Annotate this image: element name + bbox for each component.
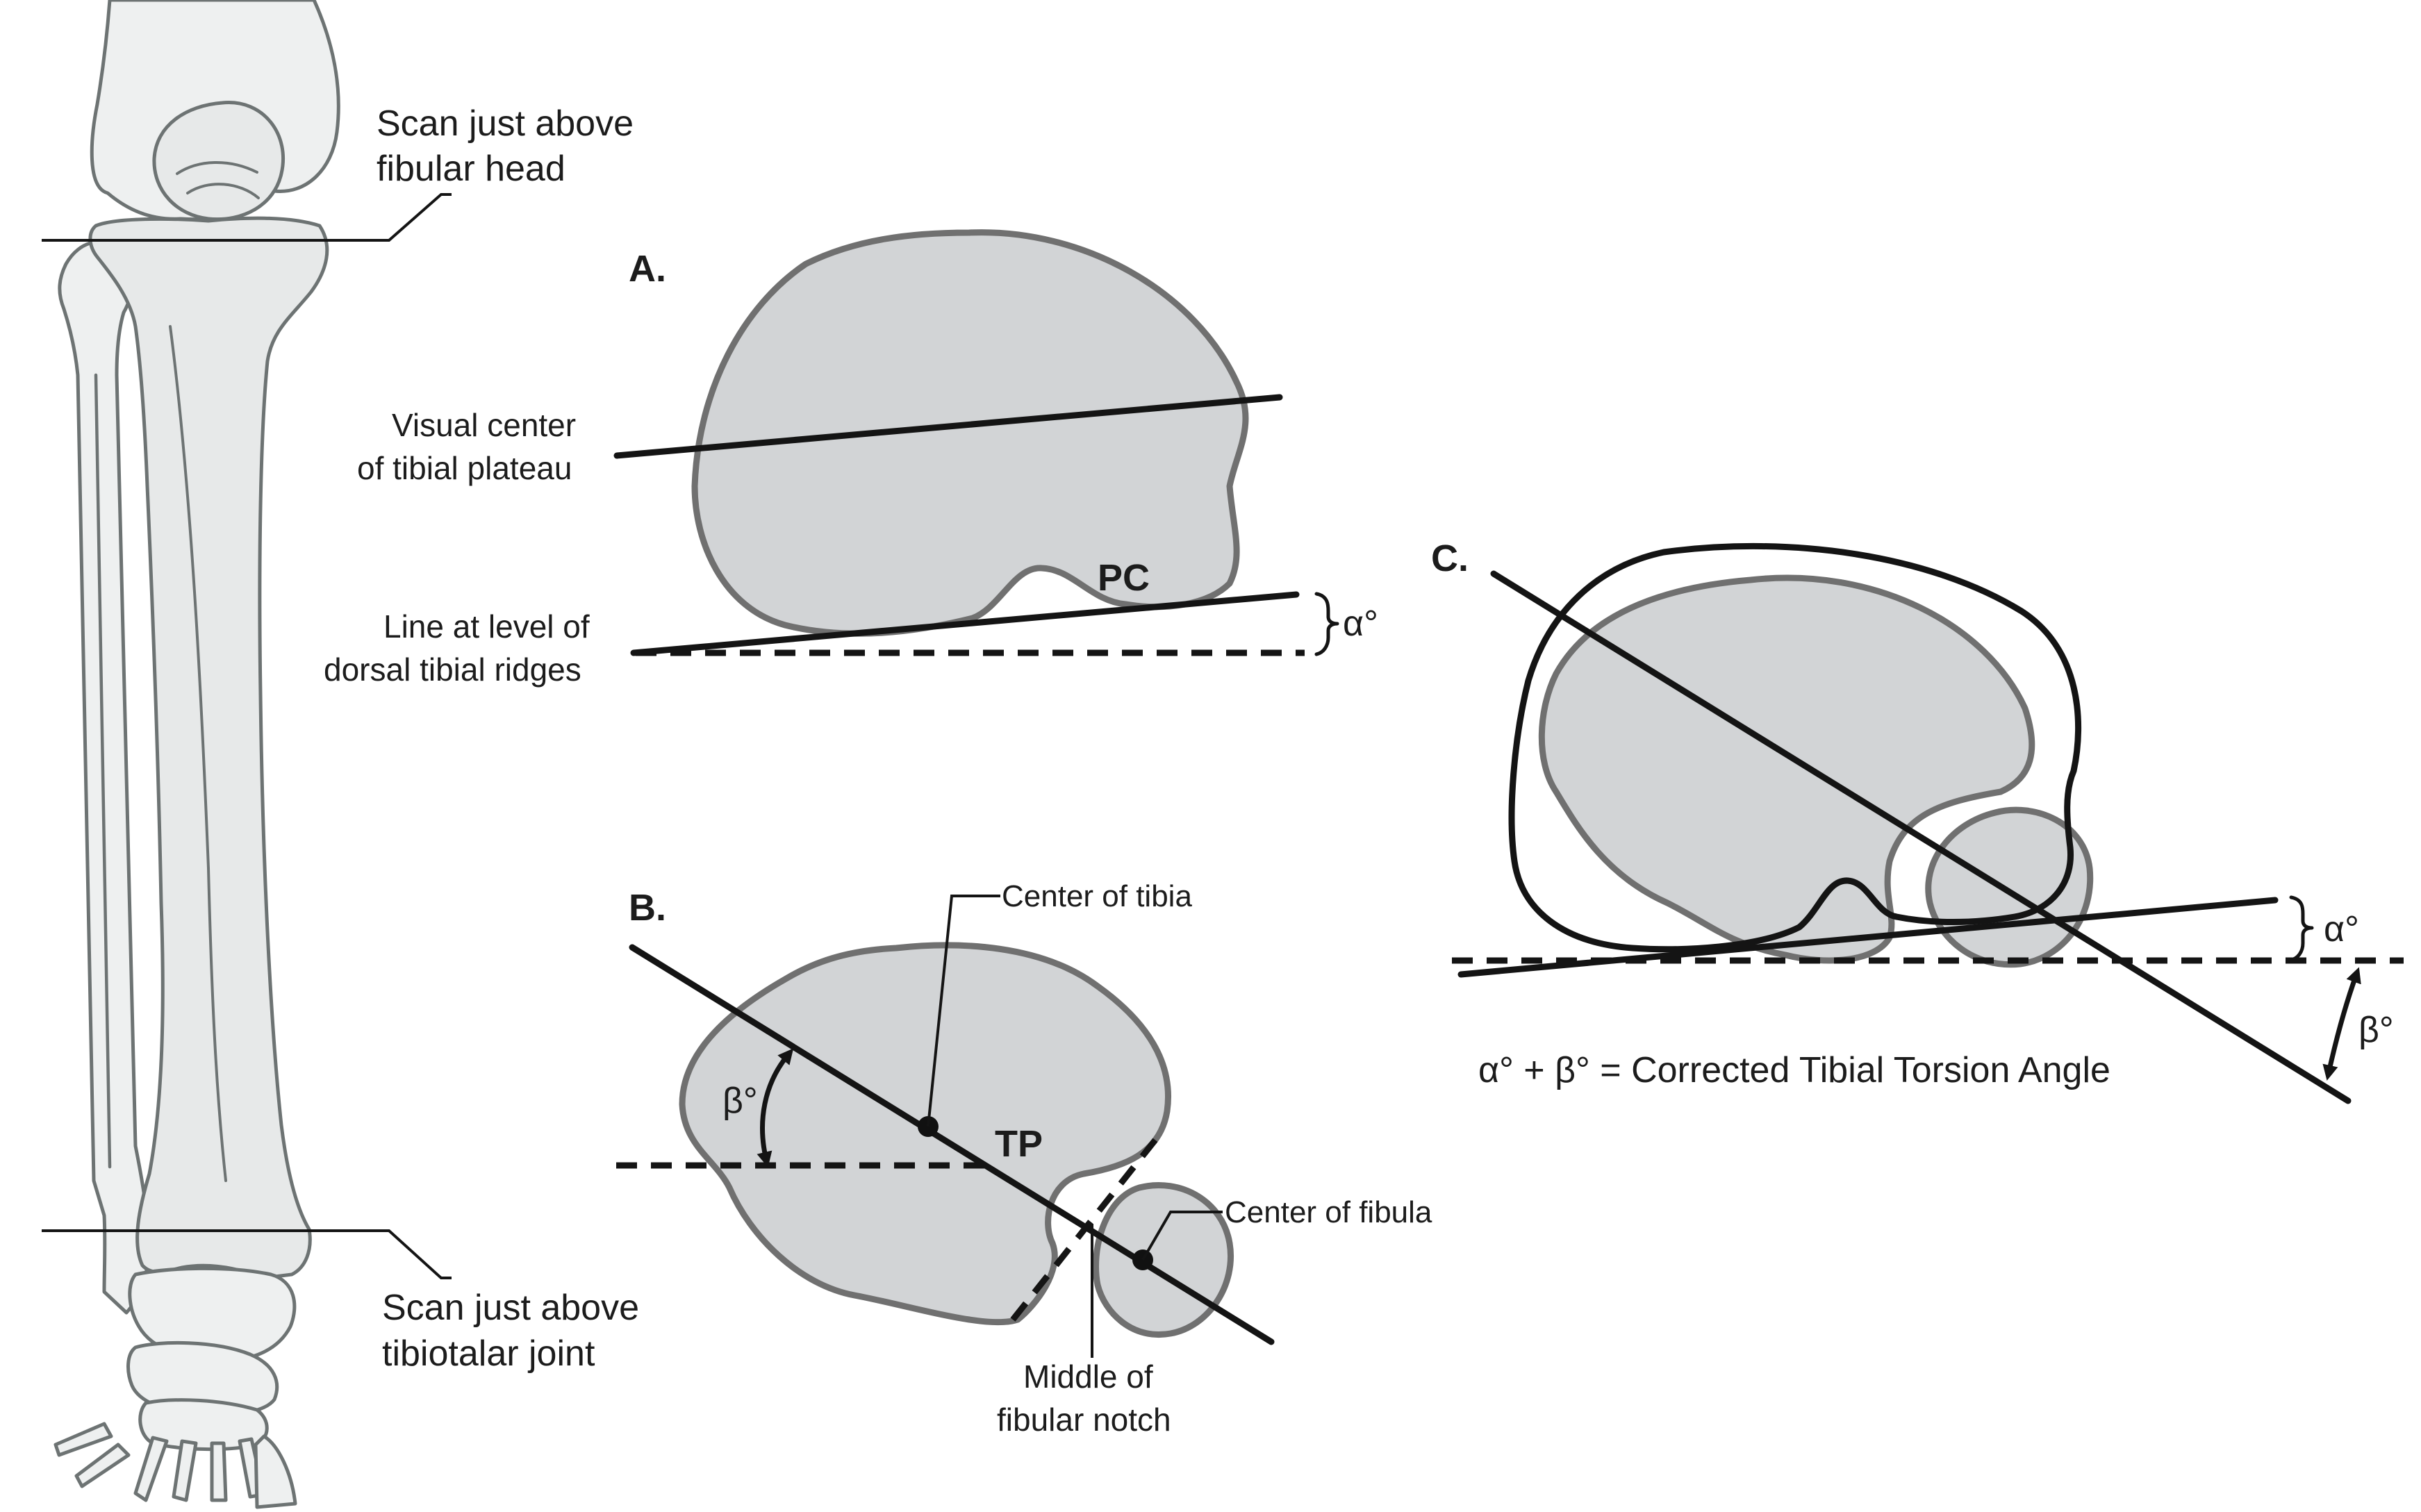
panel-c-letter: C. bbox=[1431, 538, 1469, 579]
torsion-formula: α° + β° = Corrected Tibial Torsion Angle bbox=[1478, 1050, 2110, 1090]
center-fibula-label: Center of fibula bbox=[1225, 1195, 1432, 1229]
fibular-notch-label-1: Middle of bbox=[1023, 1359, 1153, 1395]
tibial-plateau-outline bbox=[1508, 542, 2082, 953]
panel-b-letter: B. bbox=[629, 887, 666, 929]
panel-b: B. β° Center of tibia TP Center of fibul… bbox=[616, 879, 1432, 1438]
fibula-inner-line bbox=[94, 373, 112, 1169]
alpha-brace-c bbox=[2289, 895, 2314, 962]
distal-fibula-section bbox=[1093, 1182, 1234, 1338]
leg-illustration bbox=[42, 0, 452, 1509]
talus-illustration bbox=[128, 1266, 297, 1362]
panel-a-letter: A. bbox=[629, 248, 666, 290]
visual-center-line bbox=[613, 394, 1283, 459]
tp-label: TP bbox=[995, 1123, 1043, 1165]
alpha-label-a: α° bbox=[1343, 604, 1378, 644]
beta-arrow-b bbox=[757, 1048, 794, 1168]
scan-top-label-2: fibular head bbox=[377, 149, 565, 189]
tibia-fibula-axis-c bbox=[1490, 570, 2352, 1104]
tibial-plateau-section bbox=[691, 229, 1249, 637]
tibia-crest-line bbox=[169, 325, 227, 1182]
visual-center-label-2: of tibial plateau bbox=[357, 450, 572, 486]
metatarsals-illustration bbox=[53, 1422, 297, 1509]
dorsal-ridge-line bbox=[630, 591, 1300, 656]
scan-bottom-label-2: tibiotalar joint bbox=[382, 1334, 595, 1374]
dorsal-ridge-label-2: dorsal tibial ridges bbox=[324, 651, 581, 688]
beta-label-b: β° bbox=[722, 1081, 758, 1121]
scan-line-bottom bbox=[42, 1229, 452, 1279]
scan-top-label-1: Scan just above bbox=[377, 103, 634, 144]
pc-label: PC bbox=[1098, 557, 1150, 599]
panel-a: A. α° PC Visual center of tibial plateau… bbox=[324, 229, 1378, 688]
scan-bottom-label-1: Scan just above bbox=[382, 1288, 639, 1328]
patella-illustration bbox=[152, 101, 286, 222]
patella-detail bbox=[176, 161, 260, 199]
fibula-illustration bbox=[58, 240, 151, 1315]
navicular-illustration bbox=[126, 1340, 279, 1417]
center-fibula-leader bbox=[1141, 1211, 1223, 1261]
alpha-label-c: α° bbox=[2324, 909, 2359, 949]
tibia-illustration bbox=[88, 216, 329, 1280]
dorsal-ridge-line-c bbox=[1457, 897, 2279, 978]
visual-center-label-1: Visual center bbox=[392, 407, 576, 443]
dorsal-ridge-label-1: Line at level of bbox=[383, 608, 590, 645]
center-tibia-leader bbox=[927, 895, 1000, 1127]
tibia-fibula-axis bbox=[629, 944, 1275, 1345]
beta-label-c: β° bbox=[2358, 1010, 2394, 1050]
panel-c: C. α° β° α° + β° = Corrected Tibial Tors… bbox=[1431, 538, 2404, 1104]
alpha-brace-a bbox=[1314, 592, 1339, 656]
beta-arrow-c bbox=[2322, 967, 2361, 1081]
scan-line-top bbox=[42, 193, 452, 242]
fibular-notch-label-2: fibular notch bbox=[997, 1402, 1171, 1438]
center-tibia-label: Center of tibia bbox=[1002, 879, 1192, 913]
